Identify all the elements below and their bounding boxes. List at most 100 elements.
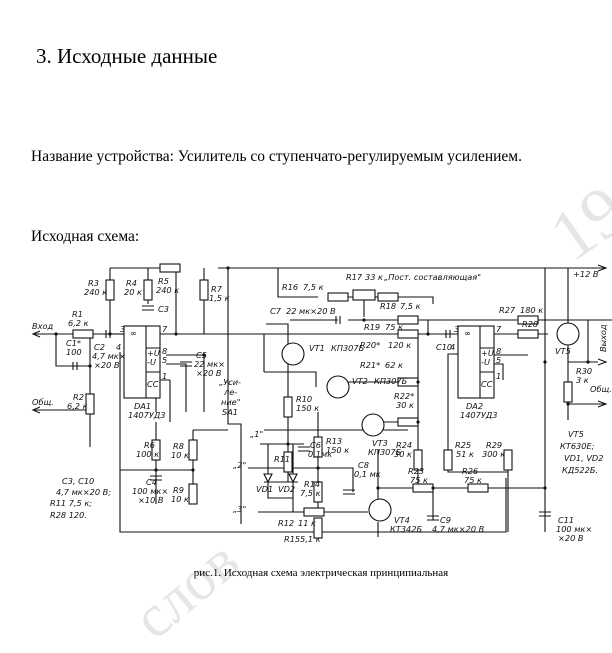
capacitor-C5 <box>180 361 192 367</box>
note-right-1: VT5 <box>568 429 584 439</box>
label-R13: R13 <box>326 436 342 446</box>
capacitor-C10 <box>445 330 451 338</box>
label-VT5: VT5 <box>555 346 571 356</box>
label-R30: R30 <box>576 366 592 376</box>
value-R19: 75 к <box>385 322 403 332</box>
label-R7: R7 <box>211 284 223 294</box>
value-R24: 30 к <box>394 449 412 459</box>
label-SA1-pos2: „2" <box>233 460 246 470</box>
label-R2: R2 <box>73 392 84 402</box>
resistor-R3 <box>105 279 115 301</box>
label-R14: R14 <box>304 479 320 489</box>
value-R15: 5,1 к <box>300 534 321 544</box>
resistor-R4 <box>143 279 153 301</box>
note-right-3: VD1, VD2 <box>564 453 603 463</box>
transistor-VT4 <box>368 498 392 522</box>
label-C1: C1* <box>66 338 81 348</box>
resistor-R29 <box>503 449 513 471</box>
transistor-VT1 <box>281 342 305 366</box>
potentiometer-R17 <box>352 289 376 301</box>
value-C2: 4,7 мк× <box>92 351 126 361</box>
capacitors <box>72 305 551 521</box>
label-C10: C10 <box>436 342 452 352</box>
label-VT1: VT1 <box>309 343 325 353</box>
value2-C5: ×20 В <box>196 368 222 378</box>
value-R30: 3 к <box>576 375 589 385</box>
diode-VD2 <box>288 473 298 484</box>
value-R26: 75 к <box>464 475 482 485</box>
label-R16: R16 <box>282 282 298 292</box>
value-VT1: КП307Б <box>331 343 365 353</box>
resistor-R2 <box>85 393 95 415</box>
resistor-R18 <box>377 292 399 302</box>
pin-label: CC <box>481 379 493 389</box>
resistor-R11 <box>283 451 293 473</box>
note-right-2: КТ630Е; <box>560 441 595 451</box>
figure-caption: рис.1. Исходная схема электрическая прин… <box>193 567 449 579</box>
value-R2: 6,2 к <box>67 401 88 411</box>
pin-label: +U <box>147 348 160 358</box>
value-R27: 180 к <box>520 305 543 315</box>
label-R10: R10 <box>296 394 312 404</box>
capacitor-C6 <box>298 446 310 452</box>
value-R20: 120 к <box>388 340 411 350</box>
resistor-R1 <box>72 329 94 339</box>
pin-label: ∞ <box>130 328 137 338</box>
resistor-R15 <box>313 517 323 539</box>
resistor-R23 <box>412 483 434 493</box>
resistor-R10 <box>283 396 293 418</box>
label-R9: R9 <box>173 485 184 495</box>
note-left-3: R11 7,5 к; <box>50 498 92 508</box>
capacitor-C11 <box>539 511 551 517</box>
pin-label: 1 <box>496 371 501 381</box>
value-R21: 62 к <box>385 360 403 370</box>
value-VT4: КТ342Б <box>390 524 422 534</box>
opamp-DA2 <box>457 325 495 399</box>
resistor-R14 <box>313 481 323 503</box>
opamp-DA1 <box>123 325 161 399</box>
resistor-R13 <box>313 436 323 458</box>
capacitor-C9 <box>427 515 439 521</box>
value-C11: 100 мк× <box>556 524 592 534</box>
capacitor-C7 <box>335 316 341 324</box>
label-SA1-3: ние" <box>221 397 240 407</box>
label-R20: R20* <box>360 340 380 350</box>
value-R3: 240 к <box>84 287 107 297</box>
label-R18: R18 <box>380 301 396 311</box>
resistor-R27 <box>517 315 539 325</box>
label-VD1: VD1 <box>256 484 273 494</box>
transistor-VT3 <box>361 413 385 437</box>
label-R5: R5 <box>158 276 169 286</box>
value-R29: 300 к <box>482 449 505 459</box>
value-R1: 6,2 к <box>68 318 89 328</box>
label-SA1-pos3: „3" <box>233 504 246 514</box>
label-R6: R6 <box>144 440 155 450</box>
value2-C11: ×20 В <box>558 533 584 543</box>
note-left-2: 4,7 мк×20 В; <box>56 487 111 497</box>
value-R9: 10 к <box>171 494 189 504</box>
value-VT2: КП307Б <box>374 376 408 386</box>
label-R15: R15 <box>284 534 300 544</box>
label-VT4: VT4 <box>394 515 410 525</box>
diode-VD1 <box>263 473 273 484</box>
capacitor-C3 <box>142 305 154 311</box>
label-C6: C6 <box>310 440 321 450</box>
label-C7: C7 <box>270 306 282 316</box>
value-R10: 150 к <box>296 403 319 413</box>
label-R19: R19 <box>364 322 380 332</box>
label-R24: R24 <box>396 440 412 450</box>
label-R4: R4 <box>126 278 137 288</box>
output-terminal-label: Выход <box>598 324 608 352</box>
value-C9: 4,7 мк×20 В <box>432 524 485 534</box>
label-R3: R3 <box>88 278 99 288</box>
resistor-R6 <box>151 439 161 461</box>
label-R22: R22* <box>394 391 414 401</box>
capacitor-C4 <box>150 475 162 481</box>
label-C5: C5 <box>196 350 207 360</box>
label-R1: R1 <box>72 309 83 319</box>
label-R21: R21* <box>360 360 380 370</box>
value-R23: 75 к <box>410 475 428 485</box>
value-R12: 11 к <box>298 518 316 528</box>
supply-label: +12 В <box>573 269 599 279</box>
label-R29: R29 <box>486 440 502 450</box>
